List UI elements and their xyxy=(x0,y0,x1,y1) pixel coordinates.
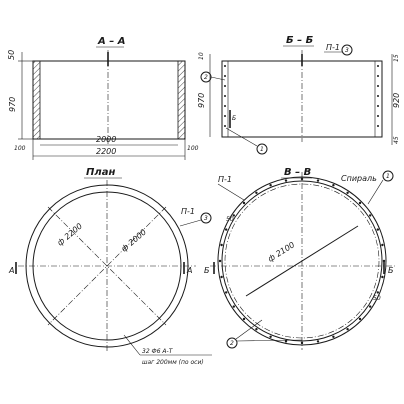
cut-a-left: А xyxy=(8,266,14,275)
vv-rebar-dot xyxy=(316,340,320,343)
vv-rebar-dot xyxy=(346,328,349,331)
vv-rebar-dot xyxy=(300,177,304,181)
vv-rebar-dots xyxy=(218,177,386,345)
vv-rebar-dot xyxy=(242,201,246,205)
leader-2-vv-b xyxy=(236,339,303,342)
callout-3-bb-text: 3 xyxy=(345,47,349,54)
cut-b-right: Б xyxy=(388,266,394,275)
vv-rebar-dot xyxy=(284,179,288,182)
callout-3-plan-text: 3 xyxy=(204,215,208,222)
plan-diag-2 xyxy=(47,206,167,326)
vv-rebar-dot xyxy=(381,243,384,247)
vv-rebar-dot xyxy=(225,291,228,294)
rebar-note-2: шаг 200мм (по оси) xyxy=(142,359,204,366)
callout-1-bb xyxy=(256,143,268,155)
cut-a-right: А xyxy=(186,266,192,275)
vv-rebar-dot xyxy=(232,214,235,217)
vv-rebar-dot xyxy=(218,259,222,263)
dim-right-bottom-aa: 100 xyxy=(187,145,199,152)
label-p1-vv: П-1 xyxy=(218,175,232,184)
leader-rebar xyxy=(123,334,141,356)
vv-rebar-dot xyxy=(369,214,372,217)
vv-rebar-dot xyxy=(232,305,235,308)
vv-rebar-dot xyxy=(381,275,384,279)
vv-rebar-dot xyxy=(300,341,304,345)
cut-b-left: Б xyxy=(204,266,210,275)
vv-rebar-dot xyxy=(269,184,272,187)
wall-left-aa xyxy=(32,60,41,140)
callout-1-bb-text: 1 xyxy=(260,146,264,153)
vv-rebar-dot xyxy=(332,184,335,187)
vv-rebar-dot xyxy=(332,335,335,338)
ring-outline-aa xyxy=(32,60,186,140)
vv-rebar-dot xyxy=(358,201,362,205)
plan-diag-1 xyxy=(47,206,167,326)
dim-top-aa: 50 xyxy=(7,50,16,60)
callout-2-bb-text: 2 xyxy=(204,74,208,81)
plan-diam-outer: ф 2200 xyxy=(56,222,85,248)
dim-bottom-right-bb: 45 xyxy=(393,136,400,144)
dim-top-right-bb: 15 xyxy=(393,54,400,62)
vv-diameter-line xyxy=(245,225,359,297)
vv-rebar-dot xyxy=(242,317,246,321)
wall-right-aa xyxy=(177,60,186,140)
plan-diam-inner: ф 2000 xyxy=(120,228,149,254)
vv-rebar-dot xyxy=(225,228,228,231)
vv-dim-50a: 50 xyxy=(226,216,234,223)
vv-rebar-dot xyxy=(255,328,258,331)
dim-height-bb: 970 xyxy=(197,93,206,108)
vv-rebar-dot xyxy=(376,291,379,294)
callout-3-plan xyxy=(200,212,212,224)
vv-dim-50b: 50 xyxy=(373,295,381,302)
callout-2-vv xyxy=(226,337,238,349)
vv-rebar-dot xyxy=(284,340,288,343)
cut-b-bb: Б xyxy=(232,115,236,122)
section-vv-title: В – В xyxy=(284,167,311,178)
vv-diam: ф 2100 xyxy=(266,240,296,263)
section-aa: А – А 50 970 2000 2200 100 100 xyxy=(7,36,199,160)
vv-rebar-dot xyxy=(346,191,349,194)
vv-rebar-dot xyxy=(255,191,258,194)
label-p1-plan: П-1 xyxy=(181,207,195,216)
rebar-dots-bb-left xyxy=(224,65,226,127)
callout-3-bb xyxy=(341,44,353,56)
vv-rebar-dot xyxy=(376,228,379,231)
vv-spiral xyxy=(224,183,380,339)
section-bb: Б – Б Б 10 970 15 920 45 xyxy=(197,35,401,155)
vv-rebar-dot xyxy=(316,179,320,182)
section-aa-title: А – А xyxy=(97,36,125,47)
section-vv: В – В ф 2100 50 50 Б Б П-1 Спираль 1 2 xyxy=(204,167,396,350)
leader-p1-vv xyxy=(217,183,245,201)
label-spiral: Спираль xyxy=(341,174,377,183)
plan-view: План ф 2200 ф 2000 А А П-1 3 32 Ф6 А-Т ш… xyxy=(8,167,212,366)
leader-1-vv xyxy=(367,179,384,205)
callout-1-vv xyxy=(382,170,394,182)
leader-2-bb xyxy=(210,76,226,81)
dim-height-aa: 970 xyxy=(8,97,17,112)
dim-left-bottom-aa: 100 xyxy=(14,145,26,152)
vv-rebar-dot xyxy=(382,259,386,263)
dim-outer-aa: 2200 xyxy=(96,147,116,156)
dim-inner-aa: 2000 xyxy=(96,135,116,144)
dim-top-bb: 10 xyxy=(198,52,205,60)
vv-rebar-dot xyxy=(358,317,362,321)
plan-title: План xyxy=(86,167,115,178)
leader-1-bb xyxy=(225,127,258,147)
vv-rebar-dot xyxy=(220,243,223,247)
rebar-dots-bb-right xyxy=(377,65,379,127)
leader-3-plan xyxy=(179,219,202,227)
leader-2-vv-a xyxy=(235,319,263,340)
callout-1-vv-text: 1 xyxy=(386,173,390,180)
callout-2-vv-text: 2 xyxy=(230,340,234,347)
section-bb-title: Б – Б xyxy=(286,35,314,46)
vv-rebar-dot xyxy=(220,275,223,279)
rebar-note-1: 32 Ф6 А-Т xyxy=(142,348,174,355)
label-p1-bb: П-1 xyxy=(326,43,340,52)
dim-height-right-bb: 920 xyxy=(392,93,401,108)
vv-rebar-dot xyxy=(369,305,372,308)
vv-rebar-dot xyxy=(269,335,272,338)
